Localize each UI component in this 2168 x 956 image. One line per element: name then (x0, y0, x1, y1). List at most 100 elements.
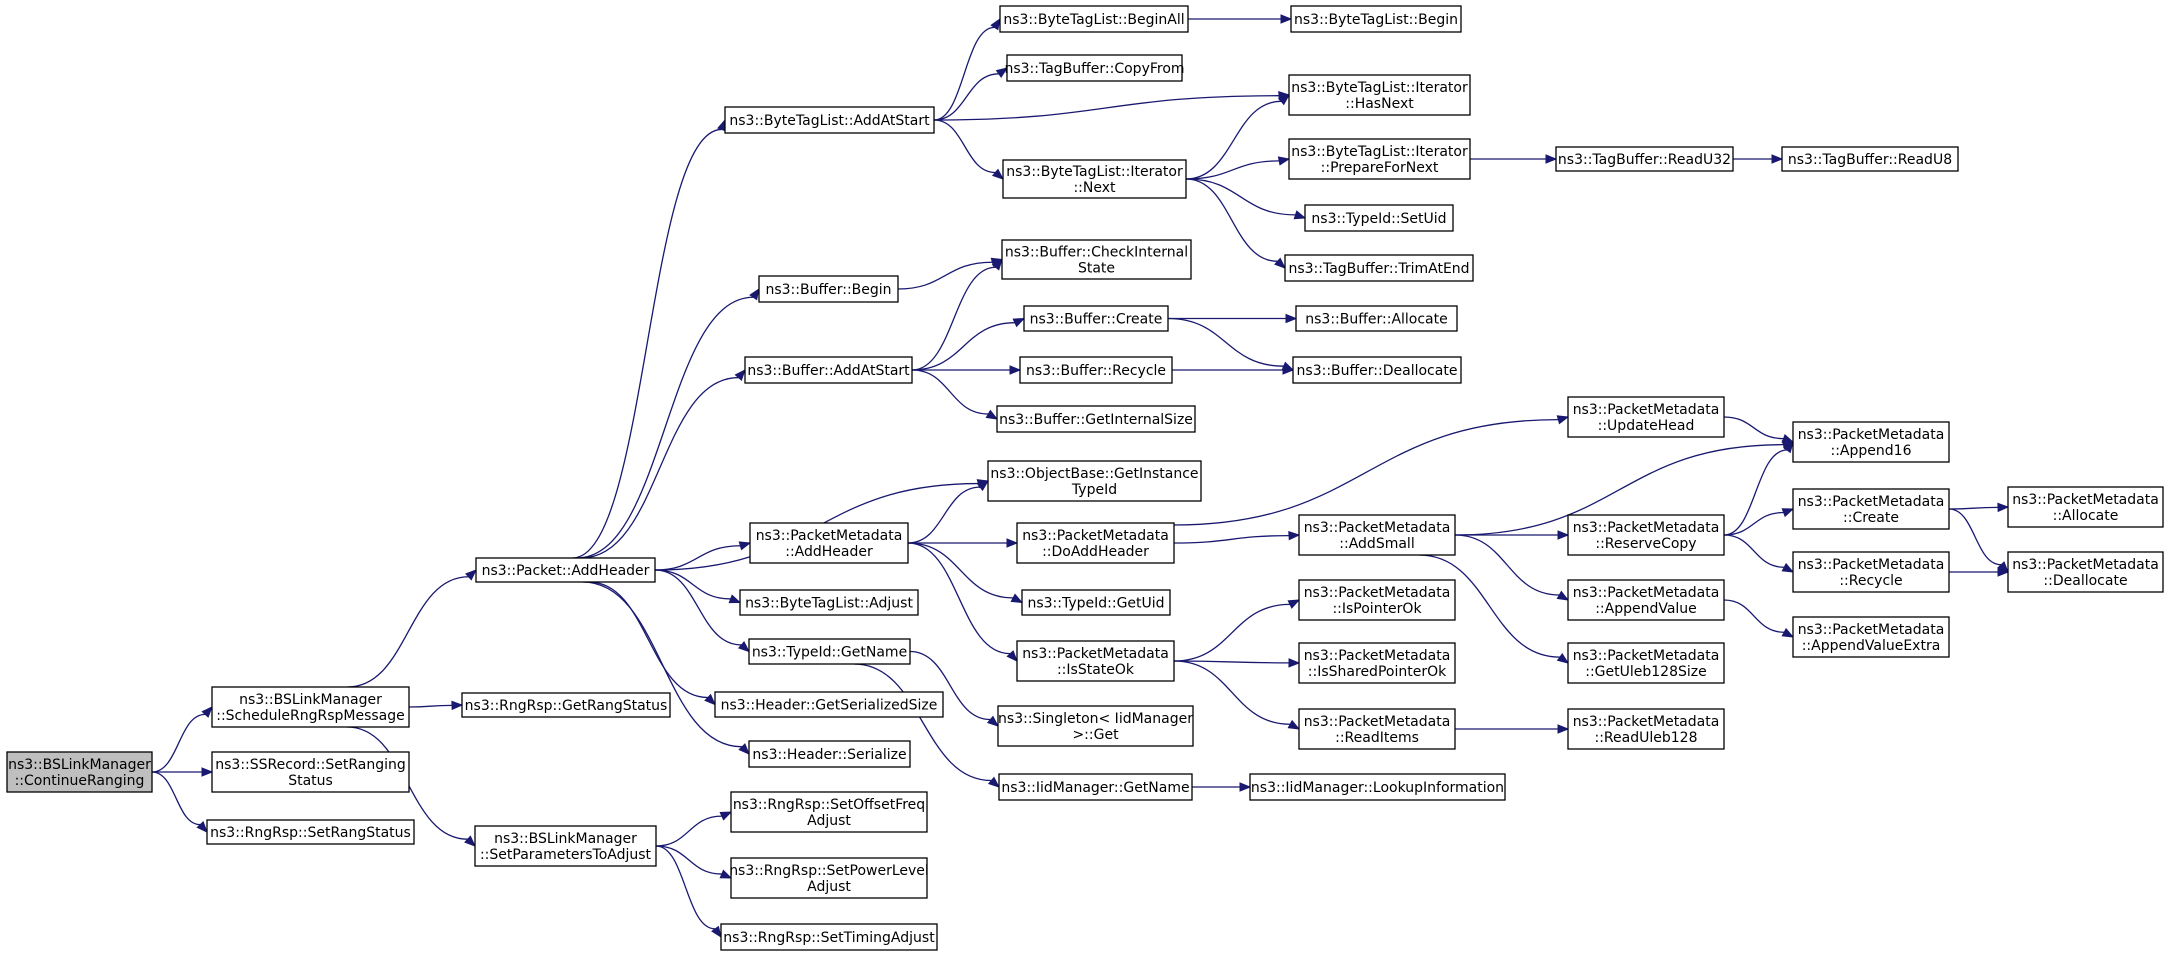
edge-line (655, 845, 716, 930)
node-ns3-packetmetadata-addsmall[interactable]: ns3::PacketMetadata::AddSmall (1298, 514, 1456, 556)
node-ns3-packetmetadata-create[interactable]: ns3::PacketMetadata::Create (1792, 488, 1950, 530)
edge-n51-to-n54 (1948, 502, 2010, 513)
node-ns3-buffer-deallocate[interactable]: ns3::Buffer::Deallocate (1292, 356, 1462, 384)
node-ns3-buffer-getinternalsize[interactable]: ns3::Buffer::GetInternalSize (996, 405, 1196, 433)
node-ns3-typeid-getuid[interactable]: ns3::TypeId::GetUid (1021, 589, 1171, 616)
node-label: ::IsStateOk (1057, 662, 1135, 678)
node-ns3-packetmetadata-issharedpointerok[interactable]: ns3::PacketMetadata::IsSharedPointerOk (1298, 642, 1456, 684)
node-ns3-bytetaglist-beginall[interactable]: ns3::ByteTagList::BeginAll (999, 5, 1189, 33)
edge-n6-to-n16 (655, 811, 733, 847)
node-ns3-bytetaglist-iterator-hasnext[interactable]: ns3::ByteTagList::Iterator::HasNext (1288, 74, 1471, 116)
node-ns3-buffer-recycle[interactable]: ns3::Buffer::Recycle (1019, 356, 1173, 384)
node-ns3-packetmetadata-addheader[interactable]: ns3::PacketMetadata::AddHeader (749, 522, 909, 564)
node-ns3-typeid-getname[interactable]: ns3::TypeId::GetName (748, 638, 911, 665)
node-label: ns3::PacketMetadata (1022, 528, 1169, 544)
node-ns3-bytetaglist-begin[interactable]: ns3::ByteTagList::Begin (1290, 5, 1462, 33)
edge-line (347, 576, 469, 688)
edge-n11-to-n10 (907, 480, 990, 544)
edge-line (654, 569, 742, 646)
edge-line (1173, 660, 1291, 725)
arrowhead-icon (464, 835, 476, 847)
node-ns3-iidmanager-lookupinformation[interactable]: ns3::IidManager::LookupInformation (1249, 773, 1506, 801)
node-ns3-packetmetadata-readitems[interactable]: ns3::PacketMetadata::ReadItems (1298, 708, 1456, 750)
edge-n1-to-n4 (347, 569, 477, 688)
node-ns3-header-getserializedsize[interactable]: ns3::Header::GetSerializedSize (714, 691, 944, 718)
edge-line (933, 73, 999, 121)
node-ns3-buffer-begin[interactable]: ns3::Buffer::Begin (758, 275, 899, 303)
edge-line (1948, 506, 1999, 510)
edge-n38-to-n47 (1419, 554, 1570, 664)
edge-line (655, 845, 722, 875)
node-box (1792, 488, 1950, 530)
edge-line (897, 261, 993, 290)
edge-n45-to-n50 (1723, 440, 1794, 536)
node-ns3-bslinkmanager-schedulerngrspmessage[interactable]: ns3::BSLinkManager::ScheduleRngRspMessag… (211, 686, 410, 728)
node-ns3-buffer-addatstart[interactable]: ns3::Buffer::AddAtStart (744, 356, 913, 384)
node-ns3-typeid-setuid[interactable]: ns3::TypeId::SetUid (1304, 204, 1454, 232)
node-label: ::ReadUleb128 (1595, 730, 1698, 746)
node-ns3-header-serialize[interactable]: ns3::Header::Serialize (748, 740, 911, 768)
edge-line (1948, 508, 2002, 566)
node-box (1001, 239, 1192, 280)
edge-line (1723, 534, 1785, 568)
node-label: ::IsSharedPointerOk (1308, 664, 1447, 680)
edge-line (1723, 416, 1784, 440)
arrowhead-icon (704, 693, 716, 706)
edge-n28-to-n39 (1173, 599, 1301, 662)
node-box (6, 751, 153, 793)
node-ns3-bslinkmanager-setparameterstoadjust[interactable]: ns3::BSLinkManager::SetParametersToAdjus… (474, 825, 657, 867)
node-label: ::UpdateHead (1598, 418, 1695, 434)
node-ns3-rngrsp-getrangstatus[interactable]: ns3::RngRsp::GetRangStatus (461, 692, 671, 718)
node-box (749, 522, 909, 564)
edge-n9-to-n25 (911, 369, 999, 420)
node-ns3-packetmetadata-ispointerok[interactable]: ns3::PacketMetadata::IsPointerOk (1298, 579, 1456, 621)
node-ns3-bytetaglist-iterator-next[interactable]: ns3::ByteTagList::Iterator::Next (1002, 159, 1187, 199)
node-ns3-iidmanager-getname[interactable]: ns3::IidManager::GetName (998, 773, 1193, 801)
node-ns3-packetmetadata-recycle[interactable]: ns3::PacketMetadata::Recycle (1792, 551, 1950, 593)
node-ns3-packetmetadata-reservecopy[interactable]: ns3::PacketMetadata::ReserveCopy (1567, 514, 1725, 556)
node-ns3-packetmetadata-getuleb128size[interactable]: ns3::PacketMetadata::GetUleb128Size (1567, 642, 1725, 684)
edge-n28-to-n41 (1173, 660, 1301, 730)
node-ns3-packetmetadata-appendvalue[interactable]: ns3::PacketMetadata::AppendValue (1567, 579, 1725, 621)
arrowhead-icon (1239, 782, 1252, 792)
node-ns3-packetmetadata-allocate[interactable]: ns3::PacketMetadata::Allocate (2007, 486, 2164, 528)
node-ns3-packetmetadata-readuleb128[interactable]: ns3::PacketMetadata::ReadUleb128 (1567, 708, 1725, 750)
node-ns3-tagbuffer-readu8[interactable]: ns3::TagBuffer::ReadU8 (1781, 146, 1959, 172)
node-ns3-rngrsp-settimingadjust[interactable]: ns3::RngRsp::SetTimingAdjust (720, 923, 938, 951)
edge-line (933, 26, 995, 121)
node-ns3-singleton-iidmanager-get[interactable]: ns3::Singleton< IidManager>::Get (997, 705, 1194, 747)
node-ns3-packetmetadata-updatehead[interactable]: ns3::PacketMetadata::UpdateHead (1567, 396, 1725, 438)
arrowhead-icon (451, 700, 464, 711)
node-box (1298, 514, 1456, 556)
edge-line (654, 545, 741, 571)
node-ns3-tagbuffer-trimatend[interactable]: ns3::TagBuffer::TrimAtEnd (1284, 254, 1474, 282)
edge-n21-to-n32 (1185, 94, 1291, 180)
edge-n28-to-n40 (1173, 658, 1301, 668)
node-ns3-rngrsp-setrangstatus[interactable]: ns3::RngRsp::SetRangStatus (206, 819, 415, 845)
node-ns3-bytetaglist-iterator-preparefornext[interactable]: ns3::ByteTagList::Iterator::PrepareForNe… (1288, 138, 1471, 180)
node-ns3-packetmetadata-isstateok[interactable]: ns3::PacketMetadata::IsStateOk (1016, 640, 1175, 682)
node-ns3-packetmetadata-doaddheader[interactable]: ns3::PacketMetadata::DoAddHeader (1016, 522, 1175, 564)
node-ns3-buffer-create[interactable]: ns3::Buffer::Create (1023, 305, 1169, 332)
node-ns3-tagbuffer-copyfrom[interactable]: ns3::TagBuffer::CopyFrom (1004, 54, 1185, 82)
node-ns3-buffer-allocate[interactable]: ns3::Buffer::Allocate (1295, 305, 1458, 332)
node-ns3-bytetaglist-adjust[interactable]: ns3::ByteTagList::Adjust (739, 589, 919, 616)
node-ns3-tagbuffer-readu32[interactable]: ns3::TagBuffer::ReadU32 (1555, 146, 1734, 172)
node-ns3-packet-addheader[interactable]: ns3::Packet::AddHeader (475, 557, 656, 583)
node-ns3-bslinkmanager-continueranging[interactable]: ns3::BSLinkManager::ContinueRanging (6, 751, 153, 793)
node-ns3-packetmetadata-deallocate[interactable]: ns3::PacketMetadata::Deallocate (2007, 551, 2164, 593)
node-box (1249, 773, 1506, 801)
node-ns3-packetmetadata-appendvalueextra[interactable]: ns3::PacketMetadata::AppendValueExtra (1792, 616, 1950, 658)
node-box (998, 773, 1193, 801)
node-ns3-packetmetadata-append16[interactable]: ns3::PacketMetadata::Append16 (1792, 421, 1950, 463)
edge-n7-to-n20 (933, 67, 1009, 121)
edge-n23-to-n37 (1167, 317, 1295, 371)
arrowhead-icon (749, 287, 760, 301)
node-ns3-bytetaglist-addatstart[interactable]: ns3::ByteTagList::AddAtStart (724, 106, 935, 134)
arrowhead-icon (1293, 210, 1307, 220)
